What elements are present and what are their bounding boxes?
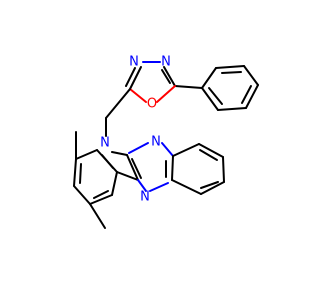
n-quinoxaline-bottom-label: N — [140, 190, 150, 205]
bonds — [73, 61, 259, 229]
n-oxadiazole-left-label: N — [129, 55, 139, 70]
n-quinoxaline-top-label: N — [151, 135, 161, 150]
background — [0, 0, 300, 300]
molecule-structure: N N O N N N — [0, 0, 300, 300]
methylene-bond — [105, 88, 131, 119]
pyrazine-ring — [128, 142, 174, 192]
n-oxadiazole-right-label: N — [161, 55, 171, 70]
phenyl-ring — [201, 65, 259, 111]
n-indole-label: N — [100, 136, 110, 151]
methyl-bond-bottom — [89, 203, 106, 229]
o-oxadiazole-label: O — [147, 97, 157, 112]
quinoxaline-benzene-ring — [171, 143, 225, 195]
atom-labels: N N O N N N — [100, 55, 171, 205]
pyrrole-ring — [111, 151, 142, 181]
indole-benzene-ring — [73, 149, 118, 205]
oxadiazole-ring — [125, 61, 203, 103]
